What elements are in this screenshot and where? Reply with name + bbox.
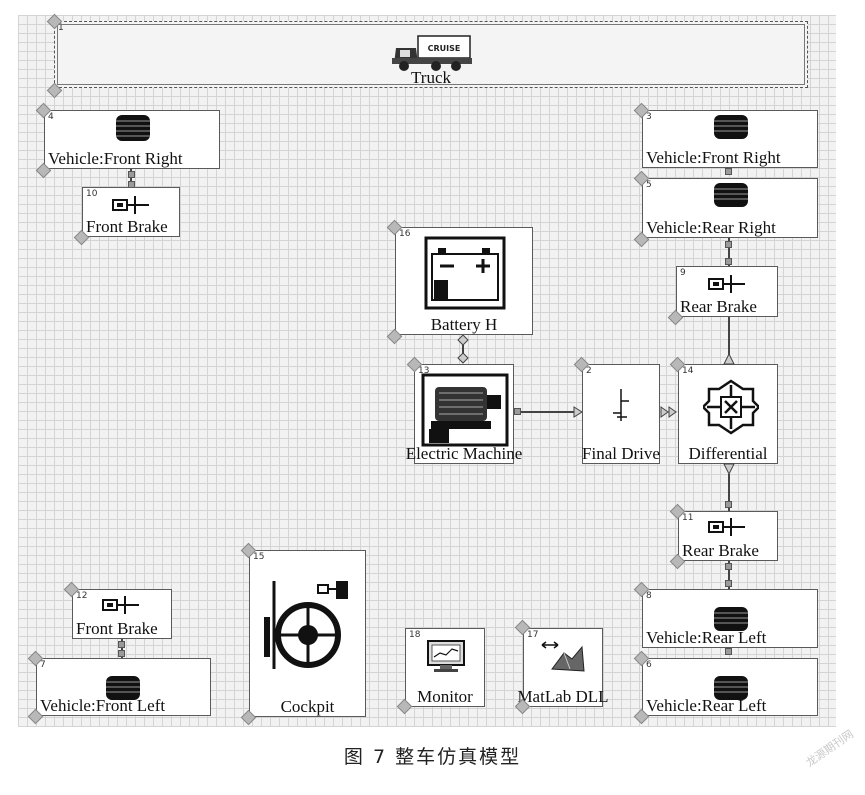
wheel-icon bbox=[714, 676, 748, 700]
connection-line bbox=[521, 411, 577, 413]
connection-line bbox=[728, 317, 730, 365]
block-label: Front Brake bbox=[76, 619, 158, 638]
connection-line bbox=[728, 474, 730, 511]
brake-icon bbox=[708, 518, 745, 536]
connection-port[interactable] bbox=[118, 650, 125, 657]
differential-icon bbox=[703, 379, 759, 435]
block-number: 14 bbox=[682, 366, 694, 376]
truck-label: Truck bbox=[411, 68, 451, 87]
block-label: Vehicle:Front Right bbox=[48, 149, 183, 168]
rear-brake-block-bottom[interactable]: 11 Rear Brake bbox=[678, 511, 778, 561]
block-number: 18 bbox=[409, 630, 421, 640]
block-label: Battery H bbox=[430, 315, 498, 334]
block-label: Vehicle:Rear Left bbox=[646, 696, 767, 715]
figure-caption: 图 7 整车仿真模型 bbox=[343, 746, 522, 768]
rear-right-wheel-block[interactable]: 5 Vehicle:Rear Right bbox=[642, 178, 818, 238]
connection-port[interactable] bbox=[118, 641, 125, 648]
block-number: 9 bbox=[680, 268, 686, 278]
monitor-block[interactable]: 18 Monitor bbox=[405, 628, 485, 707]
block-number: 6 bbox=[646, 660, 652, 670]
block-label: Vehicle:Front Left bbox=[40, 696, 166, 715]
block-number: 4 bbox=[48, 112, 54, 122]
final-drive-block[interactable]: 2 Final Drive bbox=[582, 364, 660, 464]
cockpit-block[interactable]: 15 Cockpit bbox=[249, 550, 366, 717]
block-number: 15 bbox=[253, 552, 265, 562]
block-label: Differential bbox=[688, 444, 768, 463]
connection-port[interactable] bbox=[128, 171, 135, 178]
front-brake-block-bottom[interactable]: 12 Front Brake bbox=[72, 589, 172, 639]
brake-icon bbox=[708, 275, 745, 293]
connection-port[interactable] bbox=[725, 648, 732, 655]
matlab-dll-block[interactable]: 17 MatLab DLL bbox=[517, 628, 609, 707]
front-right-wheel-block-left[interactable]: 4 Vehicle:Front Right bbox=[44, 110, 220, 169]
connection-port[interactable] bbox=[514, 408, 521, 415]
brake-icon bbox=[112, 196, 149, 214]
block-label: Vehicle:Rear Left bbox=[646, 628, 767, 647]
connection-line bbox=[728, 238, 730, 266]
block-label: Monitor bbox=[417, 687, 473, 706]
connection-arrow bbox=[723, 353, 735, 365]
matlab-icon bbox=[541, 641, 585, 672]
rear-left-wheel-block-upper[interactable]: 8 Vehicle:Rear Left bbox=[642, 589, 818, 648]
front-right-wheel-block-right[interactable]: 3 Vehicle:Front Right bbox=[642, 110, 818, 168]
wheel-icon bbox=[714, 607, 748, 631]
connection-line bbox=[728, 561, 730, 589]
rear-left-wheel-block-lower[interactable]: 6 Vehicle:Rear Left bbox=[642, 658, 818, 716]
block-number: 10 bbox=[86, 189, 98, 199]
block-label: Vehicle:Rear Right bbox=[646, 218, 776, 237]
connection-arrow bbox=[573, 406, 583, 418]
block-number: 16 bbox=[399, 229, 411, 239]
block-label: Rear Brake bbox=[682, 541, 759, 560]
steering-wheel-icon bbox=[264, 581, 348, 669]
wheel-icon bbox=[714, 115, 748, 139]
truck-block[interactable]: 1 CRUISE Truck bbox=[54, 21, 808, 88]
block-number: 1 bbox=[58, 23, 64, 33]
motor-icon bbox=[421, 373, 509, 447]
block-label: Vehicle:Front Right bbox=[646, 148, 781, 167]
block-number: 12 bbox=[76, 591, 88, 601]
block-label: Cockpit bbox=[280, 697, 335, 716]
connection-port[interactable] bbox=[725, 563, 732, 570]
wheel-icon bbox=[714, 183, 748, 207]
model-canvas: 1 CRUISE Truck 4 Vehicle:Front Right 10 bbox=[18, 13, 836, 727]
battery-icon bbox=[424, 236, 506, 310]
block-number: 3 bbox=[646, 112, 652, 122]
wheel-icon bbox=[116, 115, 150, 141]
block-number: 5 bbox=[646, 180, 652, 190]
connection-line bbox=[121, 639, 123, 658]
block-label: MatLab DLL bbox=[517, 687, 609, 706]
battery-connection bbox=[457, 335, 469, 364]
block-number: 11 bbox=[682, 513, 694, 523]
connection-line bbox=[130, 169, 132, 187]
electric-machine-block[interactable]: 13 Electric Machine bbox=[406, 364, 522, 464]
brake-icon bbox=[102, 596, 139, 614]
block-number: 17 bbox=[527, 630, 539, 640]
block-number: 13 bbox=[418, 366, 430, 376]
connection-arrow bbox=[660, 406, 677, 418]
differential-block[interactable]: 14 Differential bbox=[678, 364, 778, 464]
truck-icon: CRUISE bbox=[392, 35, 472, 71]
block-label: Electric Machine bbox=[405, 444, 523, 463]
connection-port[interactable] bbox=[725, 580, 732, 587]
rear-brake-block-top[interactable]: 9 Rear Brake bbox=[676, 266, 778, 317]
monitor-icon bbox=[427, 640, 465, 672]
block-label: Rear Brake bbox=[680, 297, 757, 316]
connection-port[interactable] bbox=[725, 258, 732, 265]
front-brake-block-top[interactable]: 10 Front Brake bbox=[82, 187, 180, 237]
block-number: 2 bbox=[586, 366, 592, 376]
block-label: Final Drive bbox=[582, 444, 660, 463]
front-left-wheel-block[interactable]: 7 Vehicle:Front Left bbox=[36, 658, 211, 716]
block-number: 8 bbox=[646, 591, 652, 601]
gear-stage-icon bbox=[613, 389, 629, 421]
block-label: Front Brake bbox=[86, 217, 168, 236]
connection-port[interactable] bbox=[725, 501, 732, 508]
connection-port[interactable] bbox=[725, 241, 732, 248]
block-number: 7 bbox=[40, 660, 46, 670]
connection-arrow bbox=[723, 463, 735, 475]
battery-block[interactable]: 16 Battery H bbox=[395, 227, 533, 335]
truck-cruise-text: CRUISE bbox=[428, 44, 461, 53]
connection-port[interactable] bbox=[725, 168, 732, 175]
wheel-icon bbox=[106, 676, 140, 700]
